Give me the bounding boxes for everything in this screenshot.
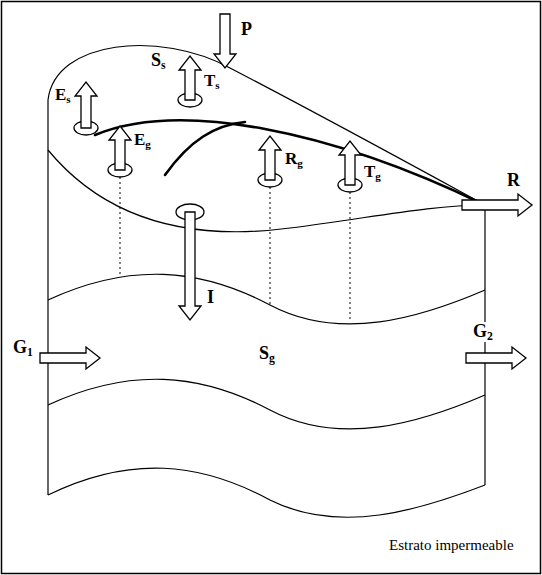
flow-symbol: Rg: [284, 150, 304, 169]
block-right-edge: [484, 205, 485, 485]
surface-top-edge: [48, 46, 485, 205]
symbol-letter: S: [259, 343, 269, 363]
symbol-subscript: 2: [487, 330, 493, 343]
flow-arrow: [179, 212, 201, 320]
symbol-subscript: g: [145, 138, 151, 150]
flow-symbol: Es: [54, 86, 72, 105]
symbol-letter: E: [134, 130, 145, 149]
stream-line: [95, 120, 485, 205]
symbol-letter: T: [204, 71, 215, 90]
symbol-letter: T: [364, 162, 375, 181]
flow-arrow: [466, 347, 526, 369]
symbol-subscript: s: [66, 93, 70, 105]
flow-symbol: Ts: [203, 72, 221, 91]
dotted-line: [120, 177, 121, 274]
block-left-edge: [47, 100, 48, 495]
symbol-subscript: 1: [27, 346, 33, 359]
flow-symbol: Eg: [133, 131, 152, 150]
flow-arrow: [462, 194, 532, 216]
symbol-letter: R: [285, 149, 297, 168]
block-bottom-edge: [48, 468, 485, 517]
flow-arrow: [214, 14, 236, 68]
symbol-subscript: g: [269, 352, 275, 365]
flow-arrow: [75, 82, 97, 128]
flow-arrow: [339, 141, 361, 185]
flow-arrow: [109, 126, 131, 170]
storage-symbol: Sg: [258, 344, 276, 364]
storage-symbol: Ss: [150, 51, 167, 71]
symbol-letter: S: [151, 50, 161, 70]
layer-line: [48, 379, 485, 429]
flow-symbol: G1: [12, 338, 34, 358]
flow-symbol: Tg: [363, 163, 382, 182]
dotted-line: [350, 192, 351, 322]
symbol-subscript: g: [297, 157, 303, 169]
symbol-subscript: s: [215, 79, 219, 91]
flow-arrow: [259, 136, 281, 180]
flow-symbol: I: [206, 288, 215, 308]
layer-caption: Estrato impermeable: [388, 537, 515, 554]
flow-symbol: R: [506, 171, 521, 191]
symbol-subscript: g: [375, 170, 381, 182]
dotted-line: [270, 187, 271, 305]
flow-arrow: [179, 56, 201, 100]
layer-line: [48, 274, 485, 324]
stream-branch: [165, 122, 245, 175]
flow-arrow: [40, 347, 100, 369]
flow-symbol: G2: [472, 322, 494, 342]
symbol-letter: E: [55, 85, 66, 104]
flow-symbol: P: [240, 20, 253, 40]
symbol-letter: G: [13, 337, 27, 357]
symbol-subscript: s: [161, 59, 166, 72]
symbol-letter: G: [473, 321, 487, 341]
